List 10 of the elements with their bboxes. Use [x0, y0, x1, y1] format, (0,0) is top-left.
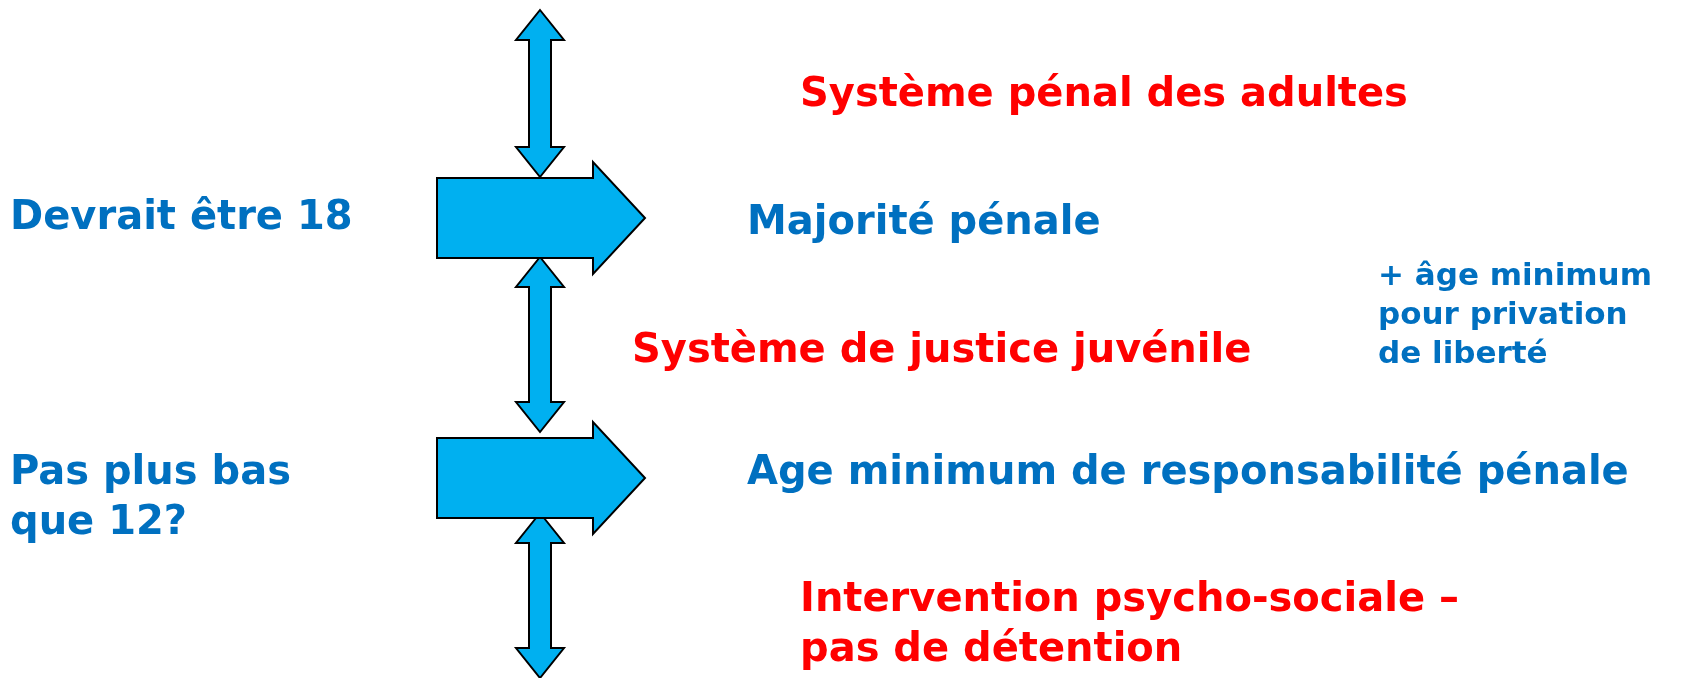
node-label: Devrait être 18: [10, 191, 354, 240]
block-arrow: [436, 159, 647, 277]
node-label: Majorité pénale: [746, 196, 1101, 245]
block-arrow: [436, 419, 647, 537]
text-label: Système de justice juvénile: [632, 324, 1253, 373]
text-label: Intervention psycho-sociale – pas de détention: [800, 573, 1460, 672]
node-label: Pas plus bas que 12?: [10, 446, 292, 545]
text-label: + âge minimum pour privation de liberté: [1378, 255, 1653, 372]
text-label: Système pénal des adultes: [800, 68, 1409, 117]
node-label: Age minimum de responsabilité pénale: [746, 446, 1629, 495]
